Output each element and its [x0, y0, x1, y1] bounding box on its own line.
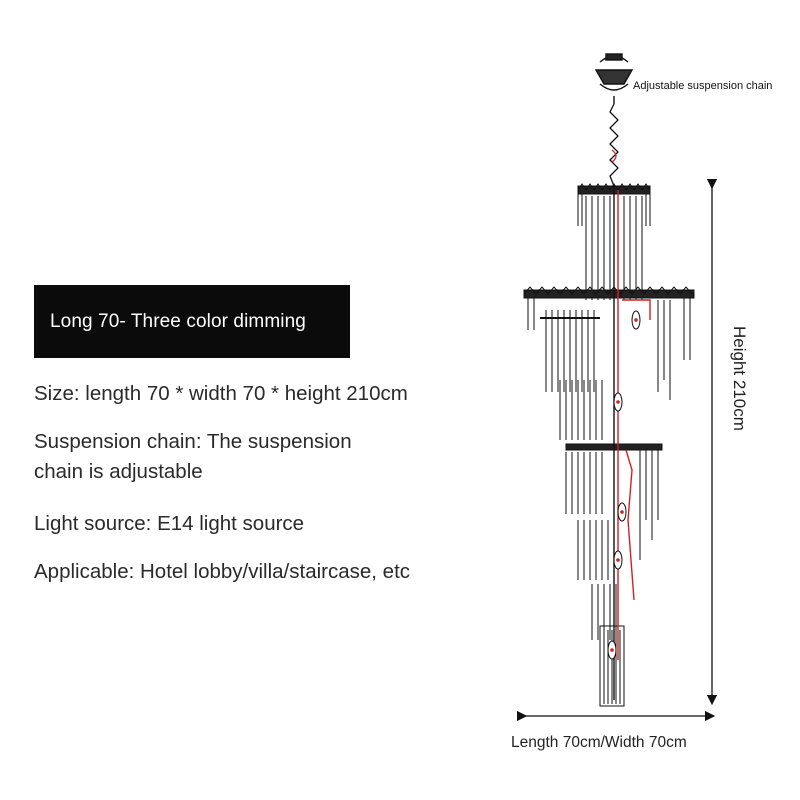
tier-3	[559, 380, 663, 560]
tier-5	[591, 584, 625, 707]
bulbs	[607, 310, 641, 660]
central-rod	[613, 186, 651, 700]
ceiling-canopy	[594, 53, 634, 104]
chain-label: Adjustable suspension chain	[633, 80, 773, 92]
title-text: Long 70- Three color dimming	[50, 310, 306, 332]
width-label: Length 70cm/Width 70cm	[511, 734, 687, 751]
spec-light-source: Light source: E14 light source	[34, 512, 305, 535]
spec-size: Size: length 70 * width 70 * height 210c…	[34, 382, 408, 405]
spec-applicable: Applicable: Hotel lobby/villa/staircase,…	[34, 560, 411, 583]
tier-4	[565, 452, 609, 580]
height-label: Height 210cm	[730, 326, 749, 431]
title-box: Long 70- Three color dimming	[34, 285, 350, 358]
tier-2	[523, 286, 695, 400]
spec-suspension-line-2: chain is adjustable	[34, 460, 203, 483]
spec-suspension-chain: Suspension chain: The suspension chain i…	[34, 427, 352, 487]
suspension-chain	[609, 103, 619, 187]
spec-suspension-line-1: Suspension chain: The suspension	[34, 430, 352, 453]
